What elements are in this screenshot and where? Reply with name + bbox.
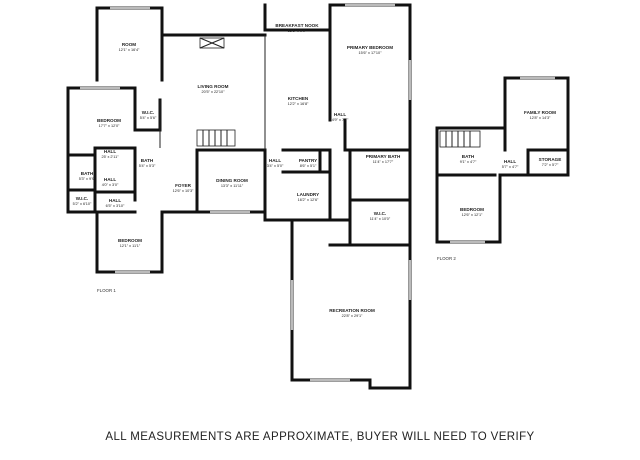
room-label-hall-up: HALL (504, 159, 516, 164)
room-dim-foyer: 12'6" x 10'3" (173, 189, 194, 193)
room-dim-room: 12'1" x 16'4" (119, 48, 140, 52)
room-dim-primary-bath: 11'4" x 17'7" (373, 160, 394, 164)
room-label-room: ROOM (122, 42, 136, 47)
room-label-primary-bath: PRIMARY BATH (366, 154, 401, 159)
floor-2-walls (435, 76, 570, 244)
room-dim-dining-room: 13'3" x 11'11" (221, 184, 244, 188)
room-dim-hall-primary: 4'9" x 7'7" (332, 118, 349, 122)
room-label-bedroom-2: BEDROOM (118, 238, 142, 243)
room-dim-family-room: 12'8" x 14'3" (530, 116, 551, 120)
room-label-bedroom-up: BEDROOM (460, 207, 484, 212)
room-dim-bedroom-1: 17'7" x 12'0" (99, 124, 120, 128)
room-label-hall-primary: HALL (334, 112, 346, 117)
room-label-wic-3: W.I.C. (374, 211, 387, 216)
room-dim-hall-3: 3'4" x 5'0" (267, 164, 284, 168)
room-label-wic-2: W.I.C. (76, 196, 89, 201)
room-dim-hall-1: 25' x 2'11" (101, 155, 119, 159)
room-dim-bedroom-up: 12'6" x 12'1" (462, 213, 483, 217)
room-dim-laundry: 16'2" x 12'6" (298, 198, 319, 202)
room-dim-breakfast-nook: 12'1" x 9'0" (288, 29, 307, 33)
room-dim-bedroom-2: 12'1" x 11'1" (120, 244, 141, 248)
windows (80, 3, 412, 382)
room-dim-pantry: 8'6" x 5'1" (300, 164, 317, 168)
room-label-bedroom-1: BEDROOM (97, 118, 121, 123)
floor-1-label: FLOOR 1 (97, 288, 116, 293)
room-label-hall-3: HALL (269, 158, 281, 163)
disclaimer-text: ALL MEASUREMENTS ARE APPROXIMATE, BUYER … (105, 431, 535, 443)
floor-2-label: FLOOR 2 (437, 256, 456, 261)
room-label-bath-1: BATH (141, 158, 154, 163)
room-label-laundry: LAUNDRY (297, 192, 319, 197)
room-dim-recreation-room: 22'8" x 29'1" (342, 314, 363, 318)
room-label-kitchen: KITCHEN (288, 96, 309, 101)
room-label-wic-1: W.I.C. (142, 110, 155, 115)
floor-labels: FLOOR 1 FLOOR 2 (97, 256, 456, 293)
floor-1-walls (66, 3, 412, 390)
room-dim-bath-1: 5'4" x 5'3" (139, 164, 156, 168)
room-label-bath-up: BATH (462, 154, 475, 159)
room-label-family-room: FAMILY ROOM (524, 110, 556, 115)
room-dim-living-room: 20'5" x 22'10" (202, 90, 226, 94)
room-label-hall-2: HALL (104, 177, 116, 182)
room-dim-bath-2: 5'3" x 9'9" (79, 177, 96, 181)
room-dim-primary-bedroom: 15'6" x 17'10" (359, 51, 383, 55)
room-dim-hall-4: 6'5" x 3'10" (106, 204, 125, 208)
room-label-storage: STORAGE (539, 157, 562, 162)
room-label-dining-room: DINING ROOM (216, 178, 248, 183)
room-dim-hall-up: 5'7" x 4'7" (502, 165, 519, 169)
room-dim-bath-up: 9'1" x 4'7" (460, 160, 477, 164)
room-dim-wic-3: 11'4" x 10'0" (370, 217, 391, 221)
room-label-breakfast-nook: BREAKFAST NOOK (275, 23, 319, 28)
room-dim-wic-2: 5'2" x 6'10" (73, 202, 92, 206)
room-label-primary-bedroom: PRIMARY BEDROOM (347, 45, 393, 50)
room-label-pantry: PANTRY (299, 158, 317, 163)
room-label-bath-2: BATH (81, 171, 94, 176)
stairs (196, 37, 236, 147)
room-label-hall-1: HALL (104, 149, 116, 154)
room-label-foyer: FOYER (175, 183, 192, 188)
room-dim-hall-2: 4'0" x 3'0" (102, 183, 119, 187)
room-labels: ROOM 12'1" x 16'4" BREAKFAST NOOK 12'1" … (73, 23, 562, 318)
room-label-living-room: LIVING ROOM (198, 84, 229, 89)
room-label-recreation-room: RECREATION ROOM (329, 308, 375, 313)
room-label-hall-4: HALL (109, 198, 121, 203)
room-dim-storage: 7'2" x 5'7" (542, 163, 559, 167)
room-dim-kitchen: 12'2" x 16'8" (288, 102, 309, 106)
room-dim-wic-1: 5'4" x 5'6" (140, 116, 157, 120)
